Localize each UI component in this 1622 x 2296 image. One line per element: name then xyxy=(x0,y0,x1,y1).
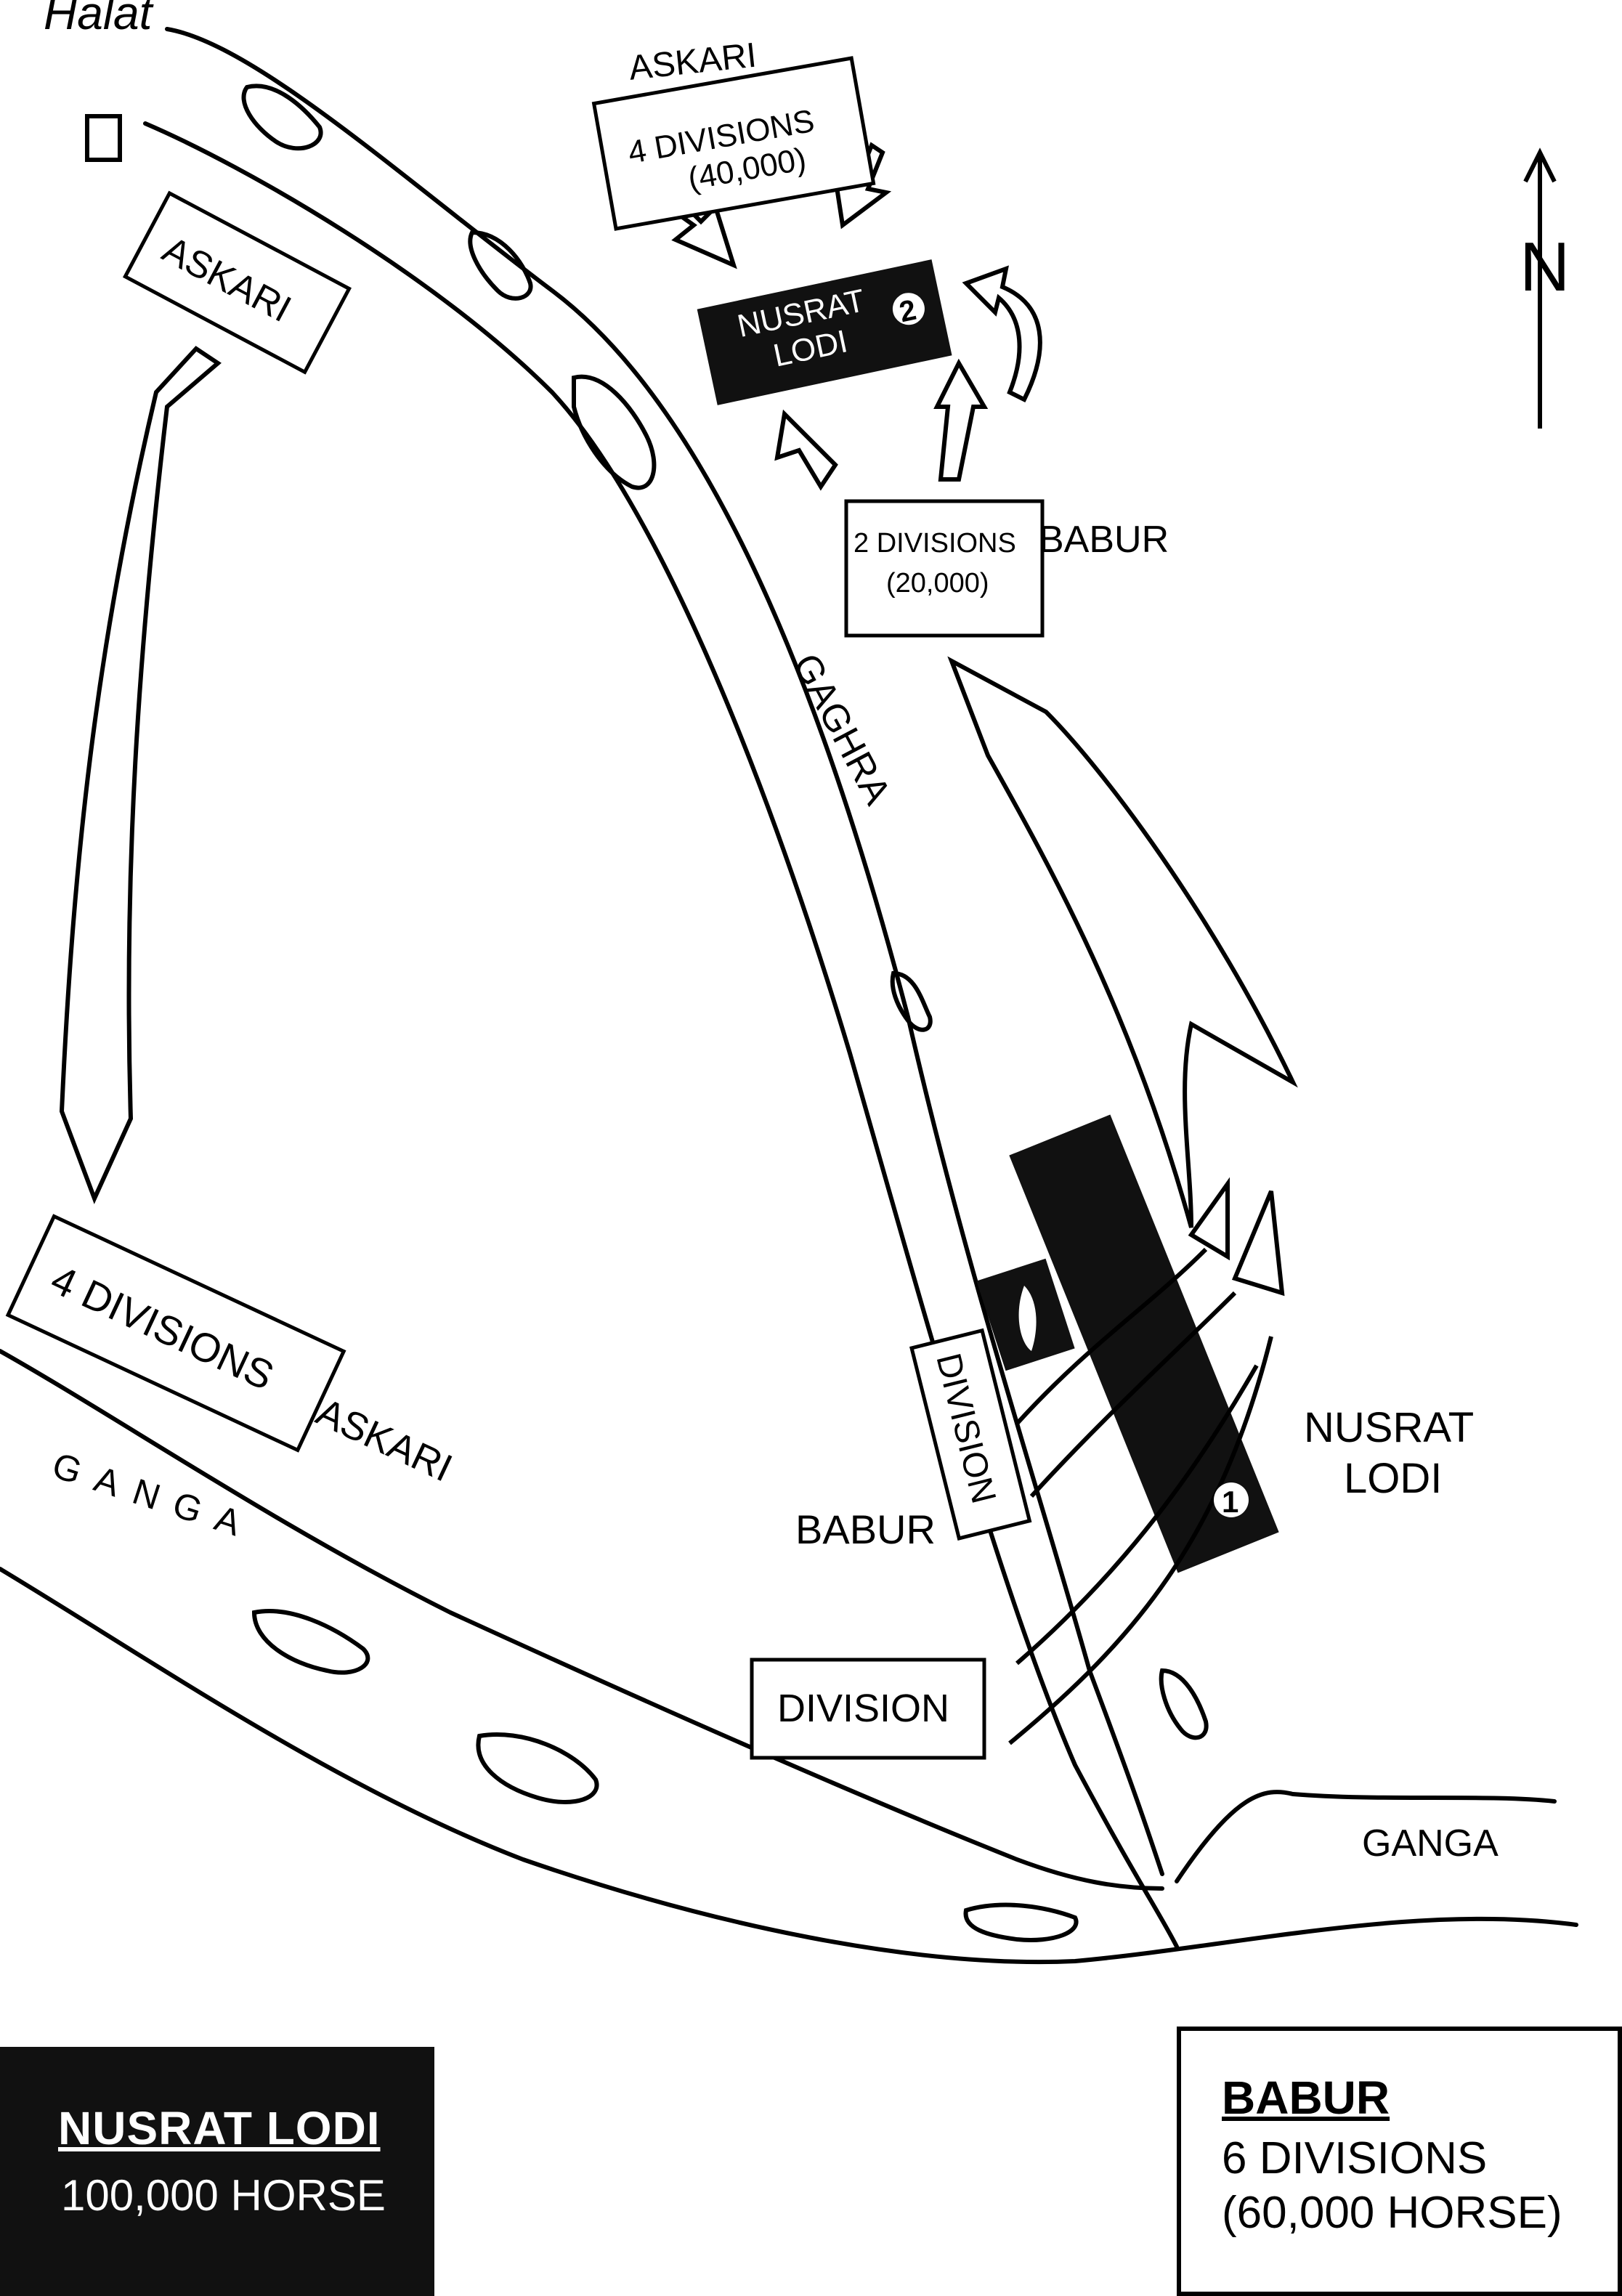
island xyxy=(251,1609,370,1675)
crossing-arrow-2 xyxy=(1029,1291,1237,1498)
island xyxy=(572,374,657,490)
babur-top-box: 2 DIVISIONS (20,000) xyxy=(844,499,1045,638)
phase-2-marker xyxy=(892,293,925,325)
askari-advance-arrow xyxy=(59,346,222,1204)
legend-babur-title: BABUR xyxy=(1222,2072,1390,2124)
crossing-head-2 xyxy=(1231,1190,1285,1297)
legend-nusrat-title: NUSRAT LODI xyxy=(58,2102,381,2154)
island xyxy=(476,1732,599,1804)
legend-babur-strength: (60,000 HORSE) xyxy=(1222,2188,1562,2238)
ganga-east-north-bank xyxy=(1175,1790,1557,1883)
legend-babur: BABUR 6 DIVISIONS (60,000 HORSE) xyxy=(1177,2027,1622,2296)
north-arrow-shaft xyxy=(1523,147,1557,429)
island xyxy=(1159,1668,1209,1740)
babur-top-box-line1: 2 DIVISIONS xyxy=(853,528,1016,559)
babur-south-label: BABUR xyxy=(795,1506,936,1552)
crossing-arrow-1 xyxy=(1015,1247,1208,1426)
ganga-south-bank xyxy=(0,1567,1578,1965)
nusrat-south-line1: NUSRAT xyxy=(1304,1404,1474,1451)
phase-1-marker xyxy=(1214,1482,1249,1517)
nusrat-army-phase1 xyxy=(1009,1114,1279,1573)
gaghra-islands xyxy=(241,84,1209,1740)
handwritten-note: Halat xyxy=(44,0,154,39)
crossing-head-1 xyxy=(1188,1177,1230,1261)
arrow-n-left xyxy=(774,409,838,491)
askari-west-label: ASKARI xyxy=(310,1390,459,1490)
phase-1-number: 1 xyxy=(1222,1485,1238,1519)
nusrat-south-line2: LODI xyxy=(1344,1455,1442,1502)
division-south-text: DIVISION xyxy=(777,1687,949,1730)
legend-babur-divisions: 6 DIVISIONS xyxy=(1222,2133,1488,2183)
ganga-river xyxy=(0,1349,1578,1965)
babur-advance-arrow xyxy=(947,656,1298,1228)
north-label: N xyxy=(1520,228,1570,306)
ganga-east-label: GANGA xyxy=(1362,1822,1499,1865)
river-crossing-arrows xyxy=(1008,1177,1285,1745)
babur-top-box-line2: (20,000) xyxy=(886,568,989,599)
nusrat-army-phase2 xyxy=(697,259,952,405)
legend-nusrat-strength: 100,000 HORSE xyxy=(61,2171,386,2220)
island xyxy=(468,230,533,301)
island xyxy=(963,1902,1079,1942)
askari-top-box: 4 DIVISIONS (40,000) xyxy=(591,56,876,231)
marker-square xyxy=(85,114,122,162)
ganga-north-bank xyxy=(0,1349,1164,1891)
division-south-box: DIVISION xyxy=(750,1658,986,1760)
crossing-arrow-3 xyxy=(1015,1364,1259,1666)
ford-marker xyxy=(976,1258,1075,1371)
babur-top-label: BABUR xyxy=(1039,519,1169,561)
divisions-west-box: 4 DIVISIONS xyxy=(5,1214,346,1453)
gaghra-east-bank xyxy=(143,121,1179,1949)
arrow-n-right xyxy=(933,358,989,482)
north-arrow xyxy=(1523,147,1557,429)
crossing-arrow-4 xyxy=(1008,1336,1273,1745)
ganga-west-label: GANGA xyxy=(47,1445,261,1549)
legend-nusrat-lodi: NUSRAT LODI 100,000 HORSE xyxy=(0,2047,434,2296)
island xyxy=(890,970,933,1032)
askari-west-box: ASKARI xyxy=(122,190,352,375)
island xyxy=(241,84,323,151)
arrow-curve xyxy=(962,265,1042,403)
ganga-islands xyxy=(251,1609,1079,1942)
